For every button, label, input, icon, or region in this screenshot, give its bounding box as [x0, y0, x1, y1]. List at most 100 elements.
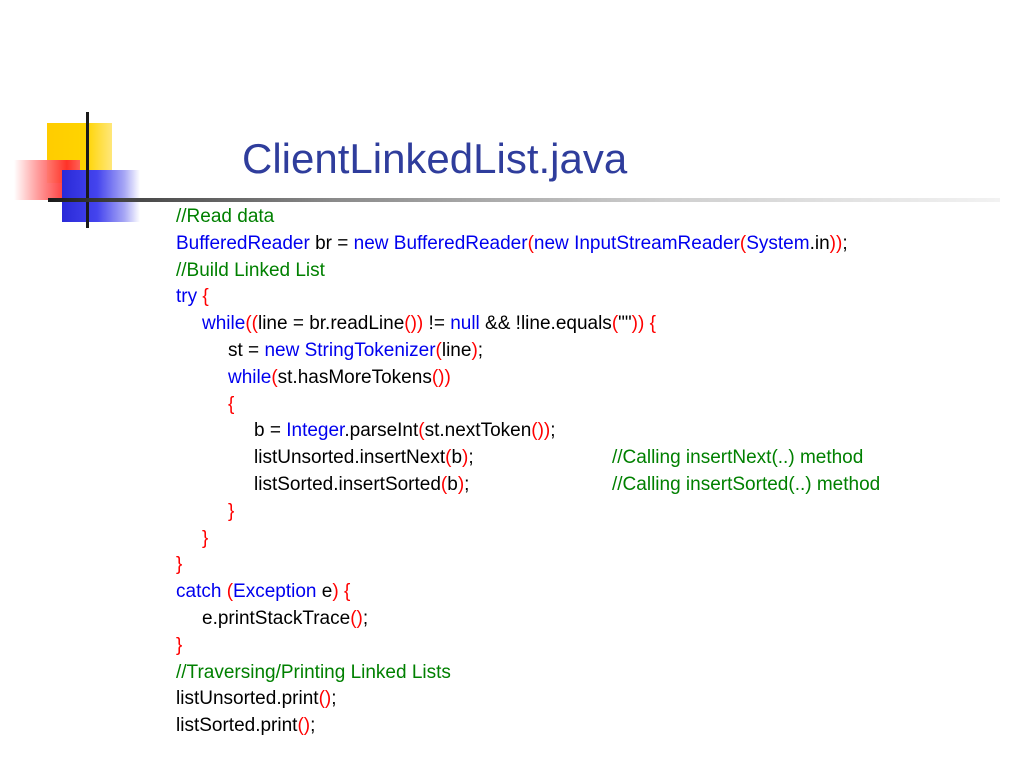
code-keyword: new	[533, 232, 569, 254]
code-keyword: new	[353, 232, 389, 254]
code-text: br =	[309, 232, 354, 254]
code-text: listUnsorted.print	[176, 688, 319, 710]
code-punctuation: (	[739, 232, 747, 254]
code-text: line	[441, 339, 472, 361]
code-line: catch (Exception e) {	[176, 579, 848, 606]
code-line: try {	[176, 284, 848, 311]
code-punctuation: {	[228, 393, 235, 415]
code-punctuation: {	[649, 313, 656, 335]
code-line: //Read data	[176, 204, 848, 231]
code-line: BufferedReader br = new BufferedReader(n…	[176, 231, 848, 258]
code-punctuation: (	[271, 366, 278, 388]
code-keyword: while	[202, 313, 246, 335]
code-line: listUnsorted.insertNext(b); //Calling ins…	[176, 445, 863, 472]
code-punctuation: }	[176, 634, 183, 656]
code-keyword: BufferedReader	[393, 232, 528, 254]
title-underline	[48, 198, 1000, 202]
code-line: while((line = br.readLine()) != null && …	[176, 311, 848, 338]
code-text: st.nextToken	[424, 420, 532, 442]
code-keyword: StringTokenizer	[304, 339, 436, 361]
code-text: e.printStackTrace	[202, 607, 351, 629]
code-punctuation: ())	[404, 313, 424, 335]
code-text: st =	[228, 339, 265, 361]
code-text: !=	[423, 313, 451, 335]
code-line: b = Integer.parseInt(st.nextToken());	[176, 418, 848, 445]
code-punctuation: ()	[350, 607, 363, 629]
code-keyword: Exception	[233, 581, 317, 603]
code-punctuation: (	[527, 232, 534, 254]
code-comment: //Traversing/Printing Linked Lists	[176, 661, 451, 683]
code-keyword: System	[746, 232, 810, 254]
blue-square-decoration	[62, 170, 140, 222]
code-line: st = new StringTokenizer(line);	[176, 338, 848, 365]
code-text: b =	[254, 420, 287, 442]
code-inline-comment: //Calling insertSorted(..) method	[612, 473, 881, 495]
code-text: b	[447, 473, 458, 495]
code-punctuation: {	[202, 286, 209, 308]
code-punctuation: }	[228, 500, 235, 522]
code-punctuation: (	[611, 313, 619, 335]
code-keyword: catch	[176, 581, 222, 603]
code-text: .in	[809, 232, 830, 254]
code-punctuation: ()	[318, 688, 332, 710]
code-punctuation: (	[226, 581, 234, 603]
code-text: ;	[468, 447, 474, 469]
code-text: ;	[331, 688, 337, 710]
code-line: //Build Linked List	[176, 258, 848, 285]
code-text: e	[316, 581, 333, 603]
code-text: listUnsorted.insertNext	[254, 447, 446, 469]
code-keyword: BufferedReader	[176, 232, 310, 254]
code-punctuation: )	[471, 339, 478, 361]
code-line: listSorted.print();	[176, 713, 848, 740]
code-text: ""	[618, 313, 632, 335]
code-punctuation: }	[202, 527, 209, 549]
code-text: ;	[550, 420, 556, 442]
code-keyword: InputStreamReader	[574, 232, 740, 254]
code-punctuation: )	[462, 447, 469, 469]
code-inline-comment: //Calling insertNext(..) method	[612, 447, 864, 469]
code-text: listSorted.insertSorted	[254, 473, 441, 495]
code-text: line = br.readLine	[257, 313, 405, 335]
code-punctuation: {	[343, 581, 351, 603]
code-punctuation: (	[445, 447, 452, 469]
code-punctuation: )	[332, 581, 339, 603]
code-punctuation: )	[457, 473, 465, 495]
code-line: }	[176, 499, 848, 526]
code-text: ;	[464, 473, 470, 495]
code-line: listUnsorted.print();	[176, 686, 848, 713]
code-text: st.hasMoreTokens	[277, 366, 432, 388]
code-punctuation: ))	[829, 232, 843, 254]
code-line: {	[176, 392, 848, 419]
code-punctuation: (	[440, 473, 448, 495]
code-punctuation: ))	[631, 313, 645, 335]
code-text: ;	[362, 607, 369, 629]
code-line: listSorted.insertSorted(b); //Calling ins…	[176, 472, 880, 499]
code-punctuation: (	[435, 339, 442, 361]
code-keyword: new	[264, 339, 300, 361]
code-keyword: while	[228, 366, 272, 388]
code-text: .parseInt	[344, 420, 419, 442]
code-line: while(st.hasMoreTokens())	[176, 365, 848, 392]
code-line: }	[176, 633, 848, 660]
slide-title: ClientLinkedList.java	[242, 135, 628, 182]
code-punctuation: ()	[297, 715, 311, 737]
code-line: }	[176, 526, 848, 553]
code-text: listSorted.print	[176, 715, 298, 737]
code-punctuation: }	[176, 554, 183, 576]
code-keyword: Integer	[286, 420, 345, 442]
vertical-divider-line	[86, 112, 89, 228]
code-line: }	[176, 552, 848, 579]
code-punctuation: ())	[531, 420, 551, 442]
code-comment: //Read data	[176, 206, 275, 227]
code-punctuation: ((	[245, 313, 258, 335]
code-comment: //Build Linked List	[176, 259, 325, 281]
code-keyword: try	[176, 286, 198, 308]
code-text: b	[451, 447, 463, 469]
code-keyword: null	[450, 313, 480, 335]
code-punctuation: ())	[431, 366, 451, 388]
code-text: ;	[477, 339, 484, 361]
decorative-corner-graphic	[0, 0, 160, 240]
code-text: ;	[310, 715, 316, 737]
